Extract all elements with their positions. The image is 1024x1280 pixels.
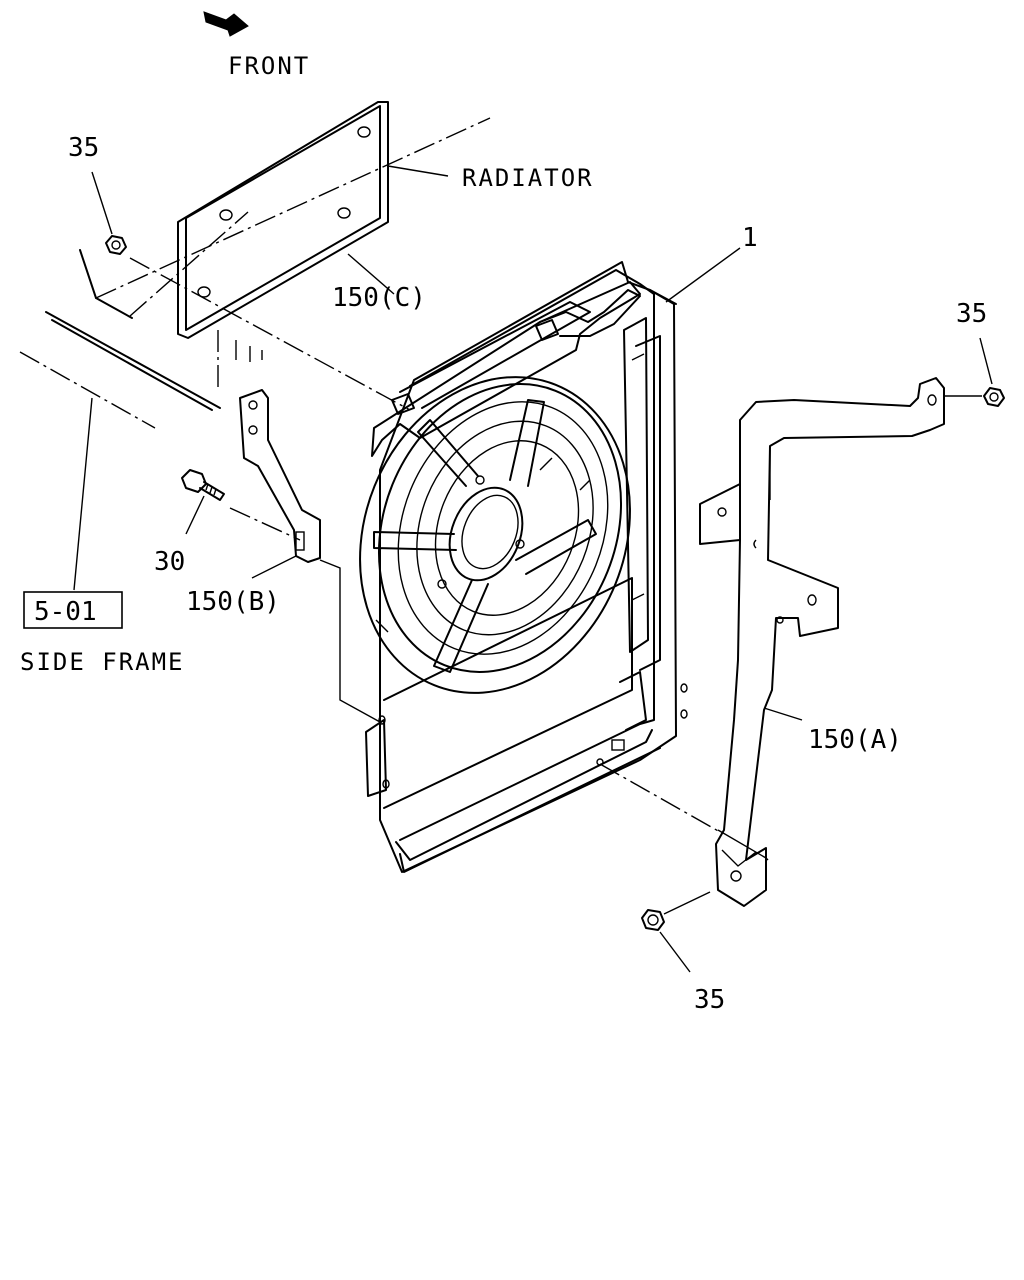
part-35-right-label: 35 [956,299,987,329]
ref-box-5-01: 5-01 [23,591,123,629]
nut-35-bottom [641,909,665,931]
part-1-label: 1 [742,223,758,253]
part-35-top-left-label: 35 [68,133,99,163]
part-150a-label: 150(A) [808,725,902,755]
bracket-150b [239,389,321,563]
front-arrow-icon [203,11,249,37]
condenser-fan-assembly [359,261,688,873]
radiator-label: RADIATOR [462,164,594,192]
side-frame-label: SIDE FRAME [20,648,185,676]
part-35-bottom-label: 35 [694,985,725,1015]
bracket-150c [177,101,389,339]
ref-box-label: 5-01 [34,597,97,627]
nut-35-right [983,387,1005,407]
part-150b-label: 150(B) [186,587,280,617]
nut-35-top-left [105,235,127,255]
part-150c-label: 150(C) [332,283,426,313]
front-label: FRONT [228,52,310,80]
bolt-30 [181,469,225,501]
bracket-150a [699,377,945,907]
part-30-label: 30 [154,547,185,577]
side-frame-lines [19,117,491,429]
